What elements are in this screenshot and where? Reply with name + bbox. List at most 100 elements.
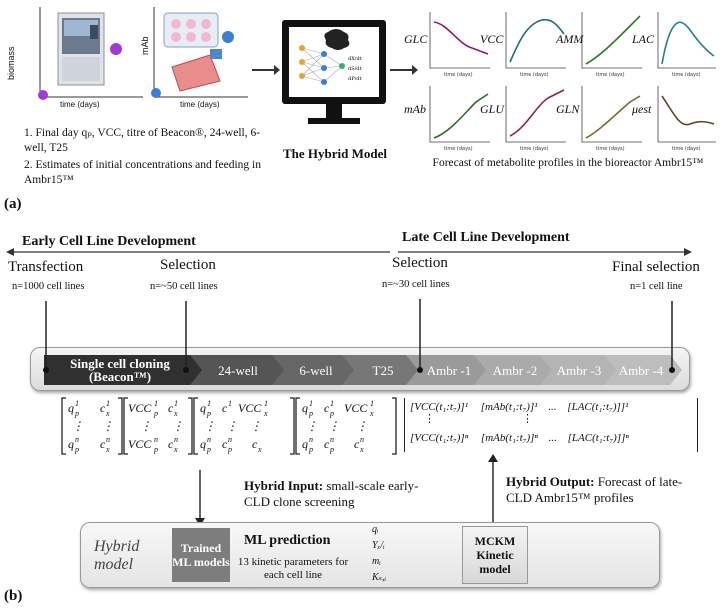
svg-text:time (days): time (days) xyxy=(520,72,549,78)
step-count: n=~50 cell lines xyxy=(150,281,218,292)
late-cld-title: Late Cell Line Development xyxy=(402,230,570,245)
svg-text:n: n xyxy=(106,435,110,444)
output-vdots: ⋮ xyxy=(424,413,435,425)
hybrid-input: Hybrid Input: small-scale early-CLD clon… xyxy=(244,478,424,510)
time-axis-label-2: time (days) xyxy=(180,100,220,109)
hybrid-model-label: Hybrid model xyxy=(94,538,140,573)
metabolite-grid: time (days) time (days) time (days) time (d… xyxy=(404,4,718,154)
svg-text:c: c xyxy=(252,437,258,451)
svg-text:n: n xyxy=(154,435,158,444)
svg-text:x: x xyxy=(105,409,110,418)
mab-axis-label: mAb xyxy=(140,36,150,55)
hybrid-output-title: Hybrid Output: xyxy=(506,474,595,489)
time-axis-label: time (days) xyxy=(60,100,100,109)
svg-text:c: c xyxy=(168,401,174,415)
svg-text:⋮: ⋮ xyxy=(140,419,152,433)
pipeline-stages xyxy=(43,299,682,385)
param-item: mᵢ xyxy=(372,556,381,567)
list-item: 2. Estimates of initial concentrations a… xyxy=(24,159,261,186)
svg-text:p: p xyxy=(206,409,211,418)
mab-plot xyxy=(151,7,248,98)
ml-prediction-title: ML prediction xyxy=(244,533,331,548)
biomass-axis-label: biomass xyxy=(6,46,16,80)
param-item: Kₛ,ᵢ xyxy=(372,572,387,583)
param-item: qᵢ xyxy=(372,524,379,535)
svg-text:⋮: ⋮ xyxy=(102,419,114,433)
output-cell: ... xyxy=(548,401,557,413)
output-matrix xyxy=(404,398,698,452)
svg-text:1: 1 xyxy=(207,399,211,408)
svg-text:dS/dt: dS/dt xyxy=(348,66,362,72)
hybrid-output-text: Forecast of late-CLD Ambr15™ profiles xyxy=(506,474,683,505)
output-cell: [mAb(t₁:t₇)]ⁿ xyxy=(480,432,538,444)
svg-text:p: p xyxy=(74,445,79,454)
svg-text:c: c xyxy=(100,401,106,415)
svg-text:c: c xyxy=(168,437,174,451)
svg-text:VCC: VCC xyxy=(128,401,152,415)
list-item: 1. Final day qₚ, VCC, titre of Beacon®, … xyxy=(24,127,261,154)
output-row: [VCC(t₁:t₇)]¹ [mAb(t₁:t₇)]¹ ... [LAC(t₁:… xyxy=(410,401,628,413)
metabolite-label: GLC xyxy=(404,32,428,46)
hybrid-model-box xyxy=(80,522,660,588)
svg-text:⋮: ⋮ xyxy=(226,419,238,433)
svg-text:⋮: ⋮ xyxy=(250,419,262,433)
svg-text:p: p xyxy=(329,409,334,418)
stage-ambr-2: Ambr -2 xyxy=(492,362,538,378)
svg-text:q: q xyxy=(68,437,74,451)
output-cell: [mAb(t₁:t₇)]¹ xyxy=(480,401,538,413)
svg-text:q: q xyxy=(200,401,206,415)
svg-text:q: q xyxy=(302,401,308,415)
step-name: Final selection xyxy=(612,259,700,275)
svg-text:VCC: VCC xyxy=(128,437,152,451)
svg-text:n: n xyxy=(75,435,79,444)
svg-text:⋮: ⋮ xyxy=(356,419,368,433)
hybrid-input-title: Hybrid Input: xyxy=(244,478,324,493)
svg-text:VCC: VCC xyxy=(344,401,368,415)
svg-text:p: p xyxy=(308,445,313,454)
svg-text:c: c xyxy=(354,437,360,451)
svg-text:n: n xyxy=(330,435,334,444)
output-row: [VCC(t₁:t₇)]ⁿ [mAb(t₁:t₇)]ⁿ ... [LAC(t₁:… xyxy=(410,432,629,444)
svg-text:⋮: ⋮ xyxy=(204,419,216,433)
param-item: Yₓ/ᵢ xyxy=(372,540,385,551)
step-count: n=1 cell line xyxy=(630,281,683,292)
svg-text:⋮: ⋮ xyxy=(72,419,84,433)
svg-text:n: n xyxy=(360,435,364,444)
svg-text:time (days): time (days) xyxy=(672,146,701,152)
svg-text:c: c xyxy=(100,437,106,451)
svg-text:time (days): time (days) xyxy=(444,72,473,78)
metabolite-label: GLN xyxy=(556,102,580,116)
output-vdots: ⋮ xyxy=(522,413,533,425)
output-cell: [VCC(t₁:t₇)]ⁿ xyxy=(410,432,469,444)
svg-text:x: x xyxy=(263,409,268,418)
stage-24-well: 24-well xyxy=(218,362,258,378)
metabolite-label: μest xyxy=(632,102,652,116)
metabolite-label: GLU xyxy=(480,102,505,116)
param-list: qᵢ Yₓ/ᵢ mᵢ Kₛ,ᵢ xyxy=(372,522,386,586)
svg-text:1: 1 xyxy=(154,399,158,408)
stage-6-well: 6-well xyxy=(299,362,333,378)
panel-label-b: (b) xyxy=(4,588,23,604)
svg-text:q: q xyxy=(200,437,206,451)
svg-text:q: q xyxy=(68,401,74,415)
panel-label-a: (a) xyxy=(4,196,22,212)
metabolite-label: AMM xyxy=(556,32,584,46)
kinetic-params-caption: 13 kinetic parameters for each cell line xyxy=(237,556,349,581)
svg-text:time (days): time (days) xyxy=(672,72,701,78)
svg-text:VCC: VCC xyxy=(238,401,262,415)
svg-text:1: 1 xyxy=(228,399,232,408)
svg-text:1: 1 xyxy=(264,399,268,408)
stage-ambr-4: Ambr -4 xyxy=(618,362,664,378)
step-count: n=1000 cell lines xyxy=(12,281,85,292)
svg-text:p: p xyxy=(74,409,79,418)
timeline-arrows xyxy=(6,248,692,256)
svg-text:1: 1 xyxy=(174,399,178,408)
svg-text:x: x xyxy=(359,445,364,454)
hybrid-output: Hybrid Output: Forecast of late-CLD Ambr… xyxy=(506,474,706,506)
output-cell: [VCC(t₁:t₇)]¹ xyxy=(410,401,469,413)
svg-text:dP/dt: dP/dt xyxy=(348,76,361,82)
svg-text:n: n xyxy=(174,435,178,444)
svg-text:p: p xyxy=(153,445,158,454)
svg-text:p: p xyxy=(206,445,211,454)
svg-text:c: c xyxy=(222,401,228,415)
